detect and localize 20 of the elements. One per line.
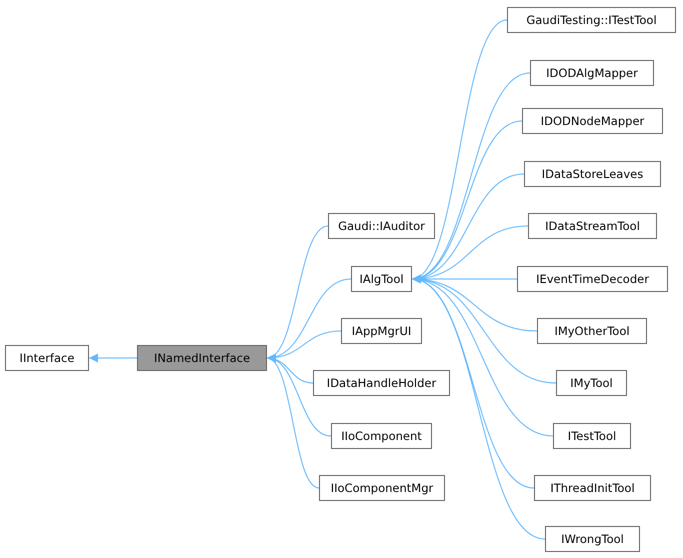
class-box: GaudiTesting::ITestTool bbox=[507, 7, 676, 33]
class-box: IDODAlgMapper bbox=[530, 60, 654, 86]
class-box: Gaudi::IAuditor bbox=[328, 213, 435, 239]
class-box: IDataStoreLeaves bbox=[524, 161, 661, 187]
class-box: IWrongTool bbox=[545, 526, 640, 552]
class-box: INamedInterface bbox=[137, 345, 267, 371]
class-box: IIoComponentMgr bbox=[319, 475, 445, 501]
class-box: IDODNodeMapper bbox=[522, 108, 663, 134]
class-box: IEventTimeDecoder bbox=[517, 266, 668, 292]
class-box: IAlgTool bbox=[351, 266, 412, 292]
class-box: IIoComponent bbox=[331, 423, 432, 449]
class-box: IAppMgrUI bbox=[341, 318, 422, 344]
class-box: ITestTool bbox=[553, 423, 631, 449]
class-box: IDataHandleHolder bbox=[313, 370, 450, 396]
inheritance-arrow bbox=[88, 354, 138, 362]
class-box: IThreadInitTool bbox=[534, 475, 651, 501]
class-box: IMyTool bbox=[556, 370, 627, 396]
class-box: IMyOtherTool bbox=[537, 318, 647, 344]
class-box: IInterface bbox=[5, 345, 89, 371]
class-box: IDataStreamTool bbox=[528, 213, 657, 239]
